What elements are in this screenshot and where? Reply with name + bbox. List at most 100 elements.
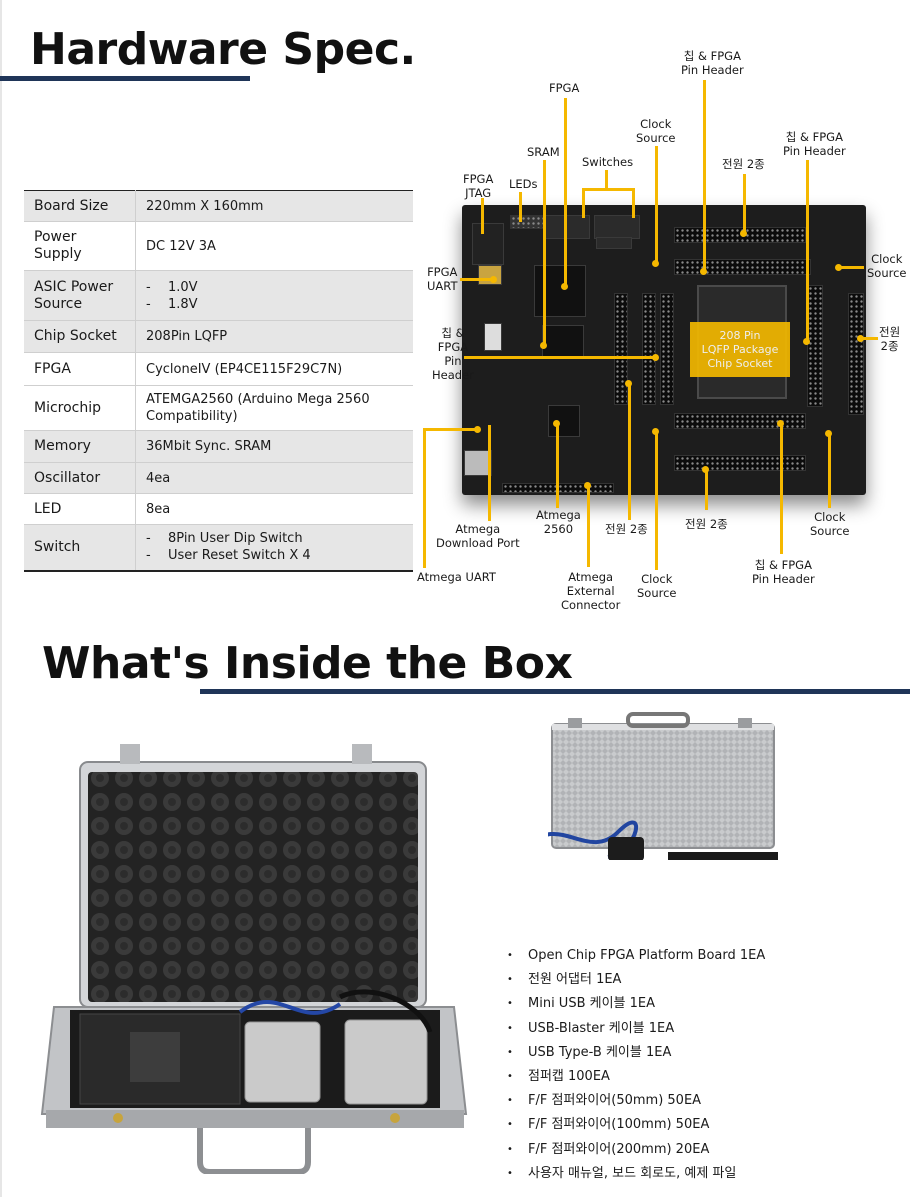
list-item: F/F 점퍼와이어(50mm) 50EA <box>507 1089 765 1113</box>
spec-value: -1.0V -1.8V <box>136 271 414 321</box>
spec-row: Chip Socket 208Pin LQFP <box>24 320 413 353</box>
page-edge <box>0 0 2 1197</box>
socket-label: 208 Pin LQFP Package Chip Socket <box>690 322 790 377</box>
callout-pin-header-right: 칩 & FPGA Pin Header <box>783 130 846 158</box>
list-item: 사용자 매뉴얼, 보드 회로도, 예제 파일 <box>507 1162 765 1186</box>
callout-line <box>582 188 585 218</box>
callout-line <box>628 382 631 520</box>
socket-label-line: 208 Pin <box>719 328 761 342</box>
usb-port <box>464 450 492 476</box>
callout-line <box>423 428 426 568</box>
callout-switches: Switches <box>582 155 634 169</box>
callout-line <box>705 470 708 510</box>
callout-power-bottom-2: 전원 2종 <box>685 517 728 531</box>
closed-case-photo <box>548 712 778 860</box>
callout-dot <box>625 380 632 387</box>
list-dash: - <box>146 548 151 564</box>
callout-fpga-jtag: FPGA JTAG <box>463 172 494 200</box>
switch-caption-block <box>596 237 632 249</box>
spec-value-line: 8Pin User Dip Switch <box>168 531 303 547</box>
fpga-chip <box>534 265 586 317</box>
callout-leds: LEDs <box>509 177 538 191</box>
callout-pin-header-bottom: 칩 & FPGA Pin Header <box>752 558 815 586</box>
spec-row: Board Size 220mm X 160mm <box>24 190 413 222</box>
spec-row: Switch -8Pin User Dip Switch -User Reset… <box>24 524 413 571</box>
vertical-pin-header <box>848 293 864 415</box>
list-dash: - <box>146 296 151 312</box>
spec-value: 4ea <box>146 470 171 486</box>
spec-row: ASIC Power Source -1.0V -1.8V <box>24 270 414 321</box>
list-item: Mini USB 케이블 1EA <box>507 992 765 1016</box>
callout-line <box>423 428 478 431</box>
callout-power-top: 전원 2종 <box>722 157 765 171</box>
callout-dot <box>652 260 659 267</box>
callout-line <box>632 188 635 218</box>
callout-dot <box>857 335 864 342</box>
callout-dot <box>825 430 832 437</box>
callout-line <box>587 485 590 567</box>
spec-row: LED 8ea <box>24 493 413 525</box>
vertical-pin-header <box>660 293 674 405</box>
title-underline <box>0 76 250 81</box>
hardware-spec-title: Hardware Spec. <box>30 24 416 75</box>
spec-key: FPGA <box>24 352 136 386</box>
spec-value-line: 1.8V <box>168 296 198 312</box>
callout-clock-source-right: Clock Source <box>867 252 907 280</box>
callout-dot <box>584 482 591 489</box>
callout-line <box>860 337 878 340</box>
callout-fpga: FPGA <box>549 81 580 95</box>
callout-line <box>481 198 484 234</box>
dip-switch <box>594 215 640 239</box>
list-item: F/F 점퍼와이어(200mm) 20EA <box>507 1138 765 1162</box>
callout-fpga-uart: FPGA UART <box>427 265 458 293</box>
socket-label-line: Chip Socket <box>707 356 773 370</box>
callout-dot <box>652 354 659 361</box>
list-item: F/F 점퍼와이어(100mm) 50EA <box>507 1113 765 1137</box>
list-item: 전원 어댑터 1EA <box>507 968 765 992</box>
title-underline <box>200 689 910 694</box>
spec-key: Memory <box>24 430 136 463</box>
fpga-board-image: 208 Pin LQFP Package Chip Socket <box>462 205 866 495</box>
callout-line <box>582 188 634 191</box>
led-row <box>510 215 544 229</box>
callout-line <box>780 424 783 554</box>
callout-line <box>464 356 656 359</box>
uart-connector <box>478 265 502 285</box>
callout-line <box>605 170 608 190</box>
spec-key: Switch <box>24 524 136 571</box>
spec-key: Power Supply <box>24 221 136 271</box>
socket-label-line: LQFP Package <box>701 342 779 356</box>
callout-line <box>828 434 831 508</box>
callout-dot <box>561 283 568 290</box>
vertical-pin-header <box>614 293 628 405</box>
spec-row: Power Supply DC 12V 3A <box>24 221 413 271</box>
callout-clock-source-top: Clock Source <box>636 117 676 145</box>
callout-dot <box>803 338 810 345</box>
spec-key: Chip Socket <box>24 320 136 353</box>
list-item: USB Type-B 케이블 1EA <box>507 1041 765 1065</box>
callout-clock-source-bottom: Clock Source <box>637 572 677 600</box>
switch-block <box>484 323 502 351</box>
spec-key: LED <box>24 493 136 525</box>
spec-value: CycloneIV (EP4CE115F29C7N) <box>146 361 343 377</box>
spec-key: Microchip <box>24 385 136 431</box>
list-dash: - <box>146 531 151 547</box>
spec-value: 36Mbit Sync. SRAM <box>146 439 272 454</box>
vertical-pin-header <box>642 293 656 405</box>
callout-line <box>556 422 559 508</box>
callout-line <box>519 192 522 222</box>
spec-key: Oscillator <box>24 462 136 494</box>
spec-value: 8ea <box>146 501 171 517</box>
callout-dot <box>740 230 747 237</box>
callout-sram: SRAM <box>527 145 560 159</box>
dip-switch <box>544 215 590 239</box>
spec-value: ATEMGA2560 (Arduino Mega 2560 Compatibil… <box>146 392 370 424</box>
callout-dot <box>474 426 481 433</box>
open-case-photo <box>40 744 468 1174</box>
callout-line <box>838 266 864 269</box>
callout-dot <box>490 276 497 283</box>
callout-dot <box>835 264 842 271</box>
spec-row: FPGA CycloneIV (EP4CE115F29C7N) <box>24 352 413 386</box>
bottom-pin-header <box>674 413 806 429</box>
list-item: Open Chip FPGA Platform Board 1EA <box>507 944 765 968</box>
